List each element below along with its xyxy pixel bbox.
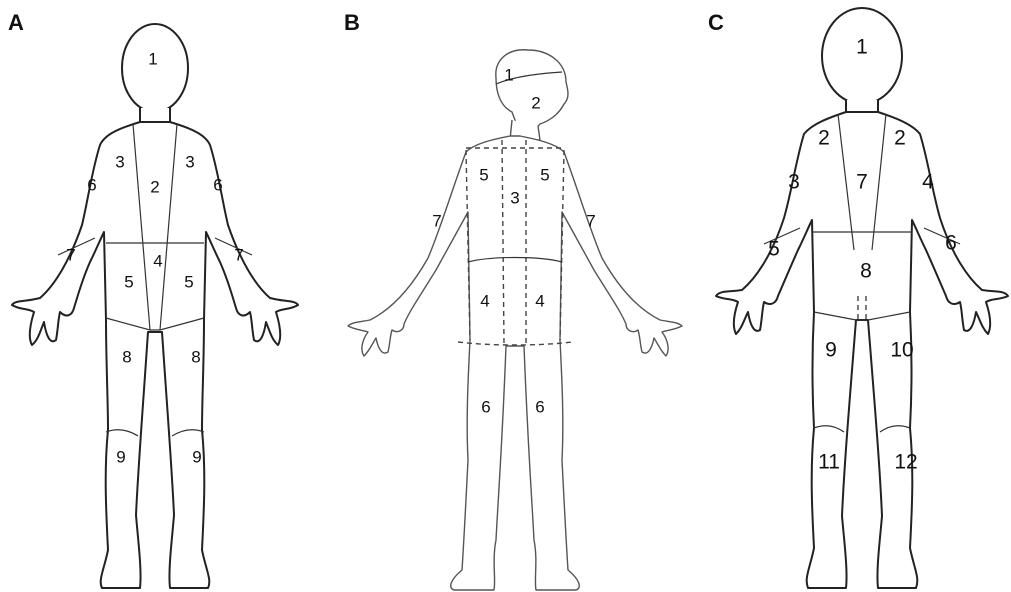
panel-b-region-label: 5 bbox=[479, 165, 488, 184]
panel-c-region-label: 1 bbox=[856, 36, 868, 59]
panel-a-region-label: 3 bbox=[185, 152, 194, 171]
panel-b-region-label: 1 bbox=[504, 65, 513, 84]
panel-a: A 1 3 3 2 6 6 7 7 4 5 5 8 8 9 9 bbox=[8, 10, 298, 588]
panel-a-region-label: 8 bbox=[122, 347, 131, 366]
panel-c-region-label: 9 bbox=[825, 339, 837, 362]
panel-c-region-label: 11 bbox=[818, 451, 840, 474]
panel-c: C 1 2 2 7 3 4 5 6 8 9 10 11 12 bbox=[708, 8, 1008, 588]
panel-b-region-label: 6 bbox=[535, 397, 544, 416]
panel-a-region-label: 6 bbox=[87, 175, 96, 194]
panel-a-region-label: 4 bbox=[153, 251, 162, 270]
panel-a-region-label: 2 bbox=[150, 177, 159, 196]
panel-c-region-label: 2 bbox=[818, 127, 830, 150]
panel-c-region-label: 2 bbox=[894, 127, 906, 150]
panel-a-region-label: 7 bbox=[234, 245, 243, 264]
panel-a-region-label: 7 bbox=[66, 245, 75, 264]
panel-b: B 1 2 5 5 3 7 7 4 4 6 6 bbox=[344, 10, 682, 590]
panel-b-region-label: 6 bbox=[481, 397, 490, 416]
panel-b-region-label: 2 bbox=[531, 93, 540, 112]
panel-a-region-label: 9 bbox=[116, 447, 125, 466]
panel-b-region-label: 3 bbox=[510, 188, 519, 207]
panel-b-region-label: 7 bbox=[586, 211, 595, 230]
panel-c-region-label: 8 bbox=[860, 260, 872, 283]
panel-a-region-label: 5 bbox=[124, 272, 133, 291]
panel-b-region-label: 7 bbox=[432, 211, 441, 230]
panel-a-region-label: 8 bbox=[191, 347, 200, 366]
panel-b-region-label: 4 bbox=[535, 291, 544, 310]
panel-c-region-label: 7 bbox=[856, 171, 868, 194]
panel-c-region-label: 3 bbox=[788, 171, 800, 194]
panel-a-region-label: 5 bbox=[184, 272, 193, 291]
panel-b-region-label: 4 bbox=[480, 291, 489, 310]
panel-b-region-label: 5 bbox=[540, 165, 549, 184]
panel-b-head bbox=[496, 50, 568, 132]
panel-c-region-label: 12 bbox=[894, 451, 917, 474]
panel-a-region-label: 1 bbox=[148, 49, 157, 68]
panel-a-region-label: 6 bbox=[213, 175, 222, 194]
panel-a-region-label: 9 bbox=[192, 447, 201, 466]
panel-c-region-label: 6 bbox=[945, 232, 957, 255]
panel-b-letter: B bbox=[344, 10, 360, 35]
panel-c-region-label: 5 bbox=[768, 238, 780, 261]
panel-c-region-label: 10 bbox=[890, 339, 913, 362]
panel-a-region-label: 3 bbox=[115, 152, 124, 171]
panel-c-region-label: 4 bbox=[922, 171, 934, 194]
panel-c-letter: C bbox=[708, 10, 724, 35]
panel-a-letter: A bbox=[8, 10, 24, 35]
